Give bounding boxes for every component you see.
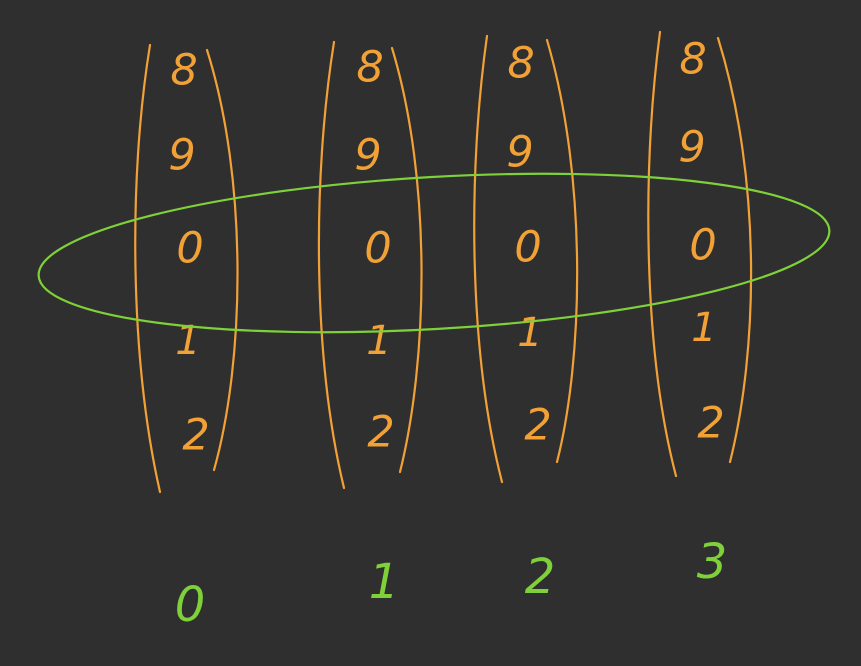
index-label-3: 3	[697, 534, 728, 590]
wheel-0-digit-5: 2	[182, 411, 209, 461]
wheel-2: 8 9 0 1 2	[473, 34, 579, 484]
index-label-0: 0	[175, 577, 206, 633]
wheel-0-digit-2: 9	[168, 131, 195, 181]
wheel-0-digit-3: 0	[176, 224, 203, 274]
wheel-1-digit-1: 8	[356, 43, 383, 93]
wheel-2-digit-3: 0	[514, 223, 541, 273]
wheel-1-digit-5: 2	[367, 408, 394, 458]
wheel-3-digit-4: 1	[691, 305, 716, 351]
wheel-2-digit-1: 8	[507, 39, 534, 89]
wheel-3-digit-5: 2	[697, 399, 724, 449]
wheel-1-left-edge	[317, 40, 346, 490]
wheel-0-digit-1: 8	[170, 46, 197, 96]
wheel-2-digit-5: 2	[524, 401, 551, 451]
wheel-3-digit-1: 8	[679, 35, 706, 85]
index-label-1: 1	[369, 554, 400, 610]
wheel-1-right-edge	[390, 46, 423, 474]
wheel-3-left-edge	[647, 30, 678, 478]
wheel-3: 8 9 0 1 2	[647, 30, 753, 478]
wheel-1-digit-3: 0	[364, 224, 391, 274]
index-label-2: 2	[525, 549, 556, 605]
selected-row-ellipse	[37, 172, 831, 334]
wheel-2-right-edge	[545, 38, 579, 464]
wheel-2-digit-4: 1	[517, 310, 542, 356]
wheel-2-left-edge	[473, 34, 504, 484]
wheel-3-right-edge	[716, 36, 753, 464]
wheel-0-right-edge	[205, 48, 239, 472]
wheel-2-digit-2: 9	[506, 128, 533, 178]
wheel-0-left-edge	[134, 43, 162, 494]
wheel-3-digit-2: 9	[678, 123, 705, 173]
wheel-3-digit-3: 0	[689, 221, 716, 271]
wheel-1: 8 9 0 1 2	[317, 40, 423, 490]
wheel-1-digit-2: 9	[354, 131, 381, 181]
wheel-1-digit-4: 1	[366, 318, 391, 364]
